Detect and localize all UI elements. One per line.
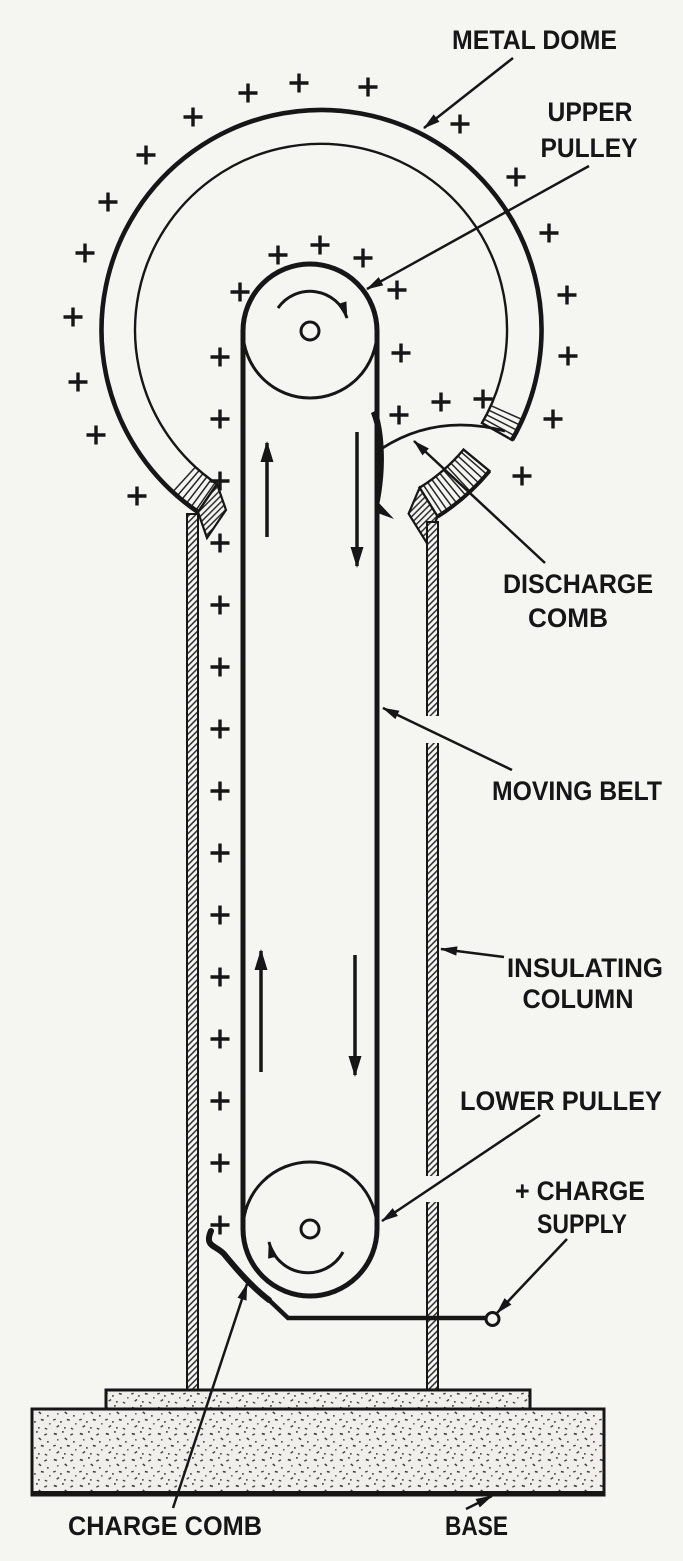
- label-discharge-comb-line2: COMB: [528, 603, 608, 633]
- label-charge-comb: CHARGE COMB: [68, 1511, 262, 1541]
- label-discharge-comb-line1: DISCHARGE: [503, 569, 653, 599]
- dome-lower-right-outer-edge: [436, 469, 492, 519]
- moving-belt-leader: [382, 706, 513, 772]
- moving-belt-loop: [240, 261, 380, 1299]
- base: [30, 1388, 606, 1497]
- insulating-column-left: [186, 513, 199, 1392]
- upper-pulley-rotation-arrow: [276, 289, 349, 319]
- label-moving-belt: MOVING BELT: [492, 776, 662, 806]
- label-upper-pulley-line2: PULLEY: [541, 133, 638, 163]
- discharge-comb-leader: [413, 440, 546, 564]
- metal-dome-leader: [423, 57, 514, 129]
- charge-supply-wire: [267, 1298, 486, 1321]
- charge-comb-leader: [171, 1283, 249, 1509]
- insulating-column-right: [426, 521, 439, 1392]
- discharge-comb-arm: [380, 423, 506, 451]
- base-slab: [30, 1407, 606, 1497]
- upper-pulley-leader: [366, 164, 590, 291]
- charge-supply-terminal: [484, 1311, 501, 1327]
- leader-lines: [171, 57, 590, 1511]
- labels: METAL DOME UPPER PULLEY DISCHARGE COMB M…: [68, 25, 663, 1541]
- column-break-1: [425, 716, 440, 743]
- plus-charges-around-upper-pulley: [230, 235, 493, 425]
- charge-supply-leader: [496, 1238, 568, 1314]
- discharge-comb-brush: [371, 410, 384, 511]
- label-lower-pulley: LOWER PULLEY: [460, 1086, 662, 1116]
- plus-charges-along-belt: [210, 347, 230, 1235]
- dome-outer-edge: [99, 107, 544, 514]
- dome-left-rim-foot: [196, 481, 228, 541]
- discharge-comb-tine: [375, 503, 394, 519]
- label-metal-dome: METAL DOME: [452, 25, 617, 55]
- label-upper-pulley-line1: UPPER: [548, 97, 633, 127]
- plus-charges-outside-dome: [63, 73, 578, 506]
- upper-pulley-axle: [299, 320, 321, 342]
- base-leader: [465, 1494, 493, 1511]
- belt-and-pulleys: [240, 261, 380, 1299]
- lower-pulley-rotation-arrow: [267, 1241, 345, 1275]
- base-plinth: [104, 1388, 532, 1412]
- label-insulating-column-line1: INSULATING: [507, 953, 663, 983]
- charge-comb-brush: [205, 1228, 272, 1303]
- label-base: BASE: [445, 1511, 508, 1541]
- label-charge-supply-line2: SUPPLY: [537, 1209, 627, 1239]
- discharge-comb: [371, 410, 506, 519]
- lower-pulley-leader: [381, 1113, 541, 1223]
- lower-pulley-axle: [299, 1218, 321, 1240]
- label-charge-supply-line1: + CHARGE: [515, 1176, 645, 1206]
- label-insulating-column-line2: COLUMN: [523, 984, 634, 1014]
- charge-comb-and-supply: [205, 1228, 501, 1327]
- column-break-2: [425, 1176, 440, 1202]
- insulating-column-leader: [440, 946, 505, 959]
